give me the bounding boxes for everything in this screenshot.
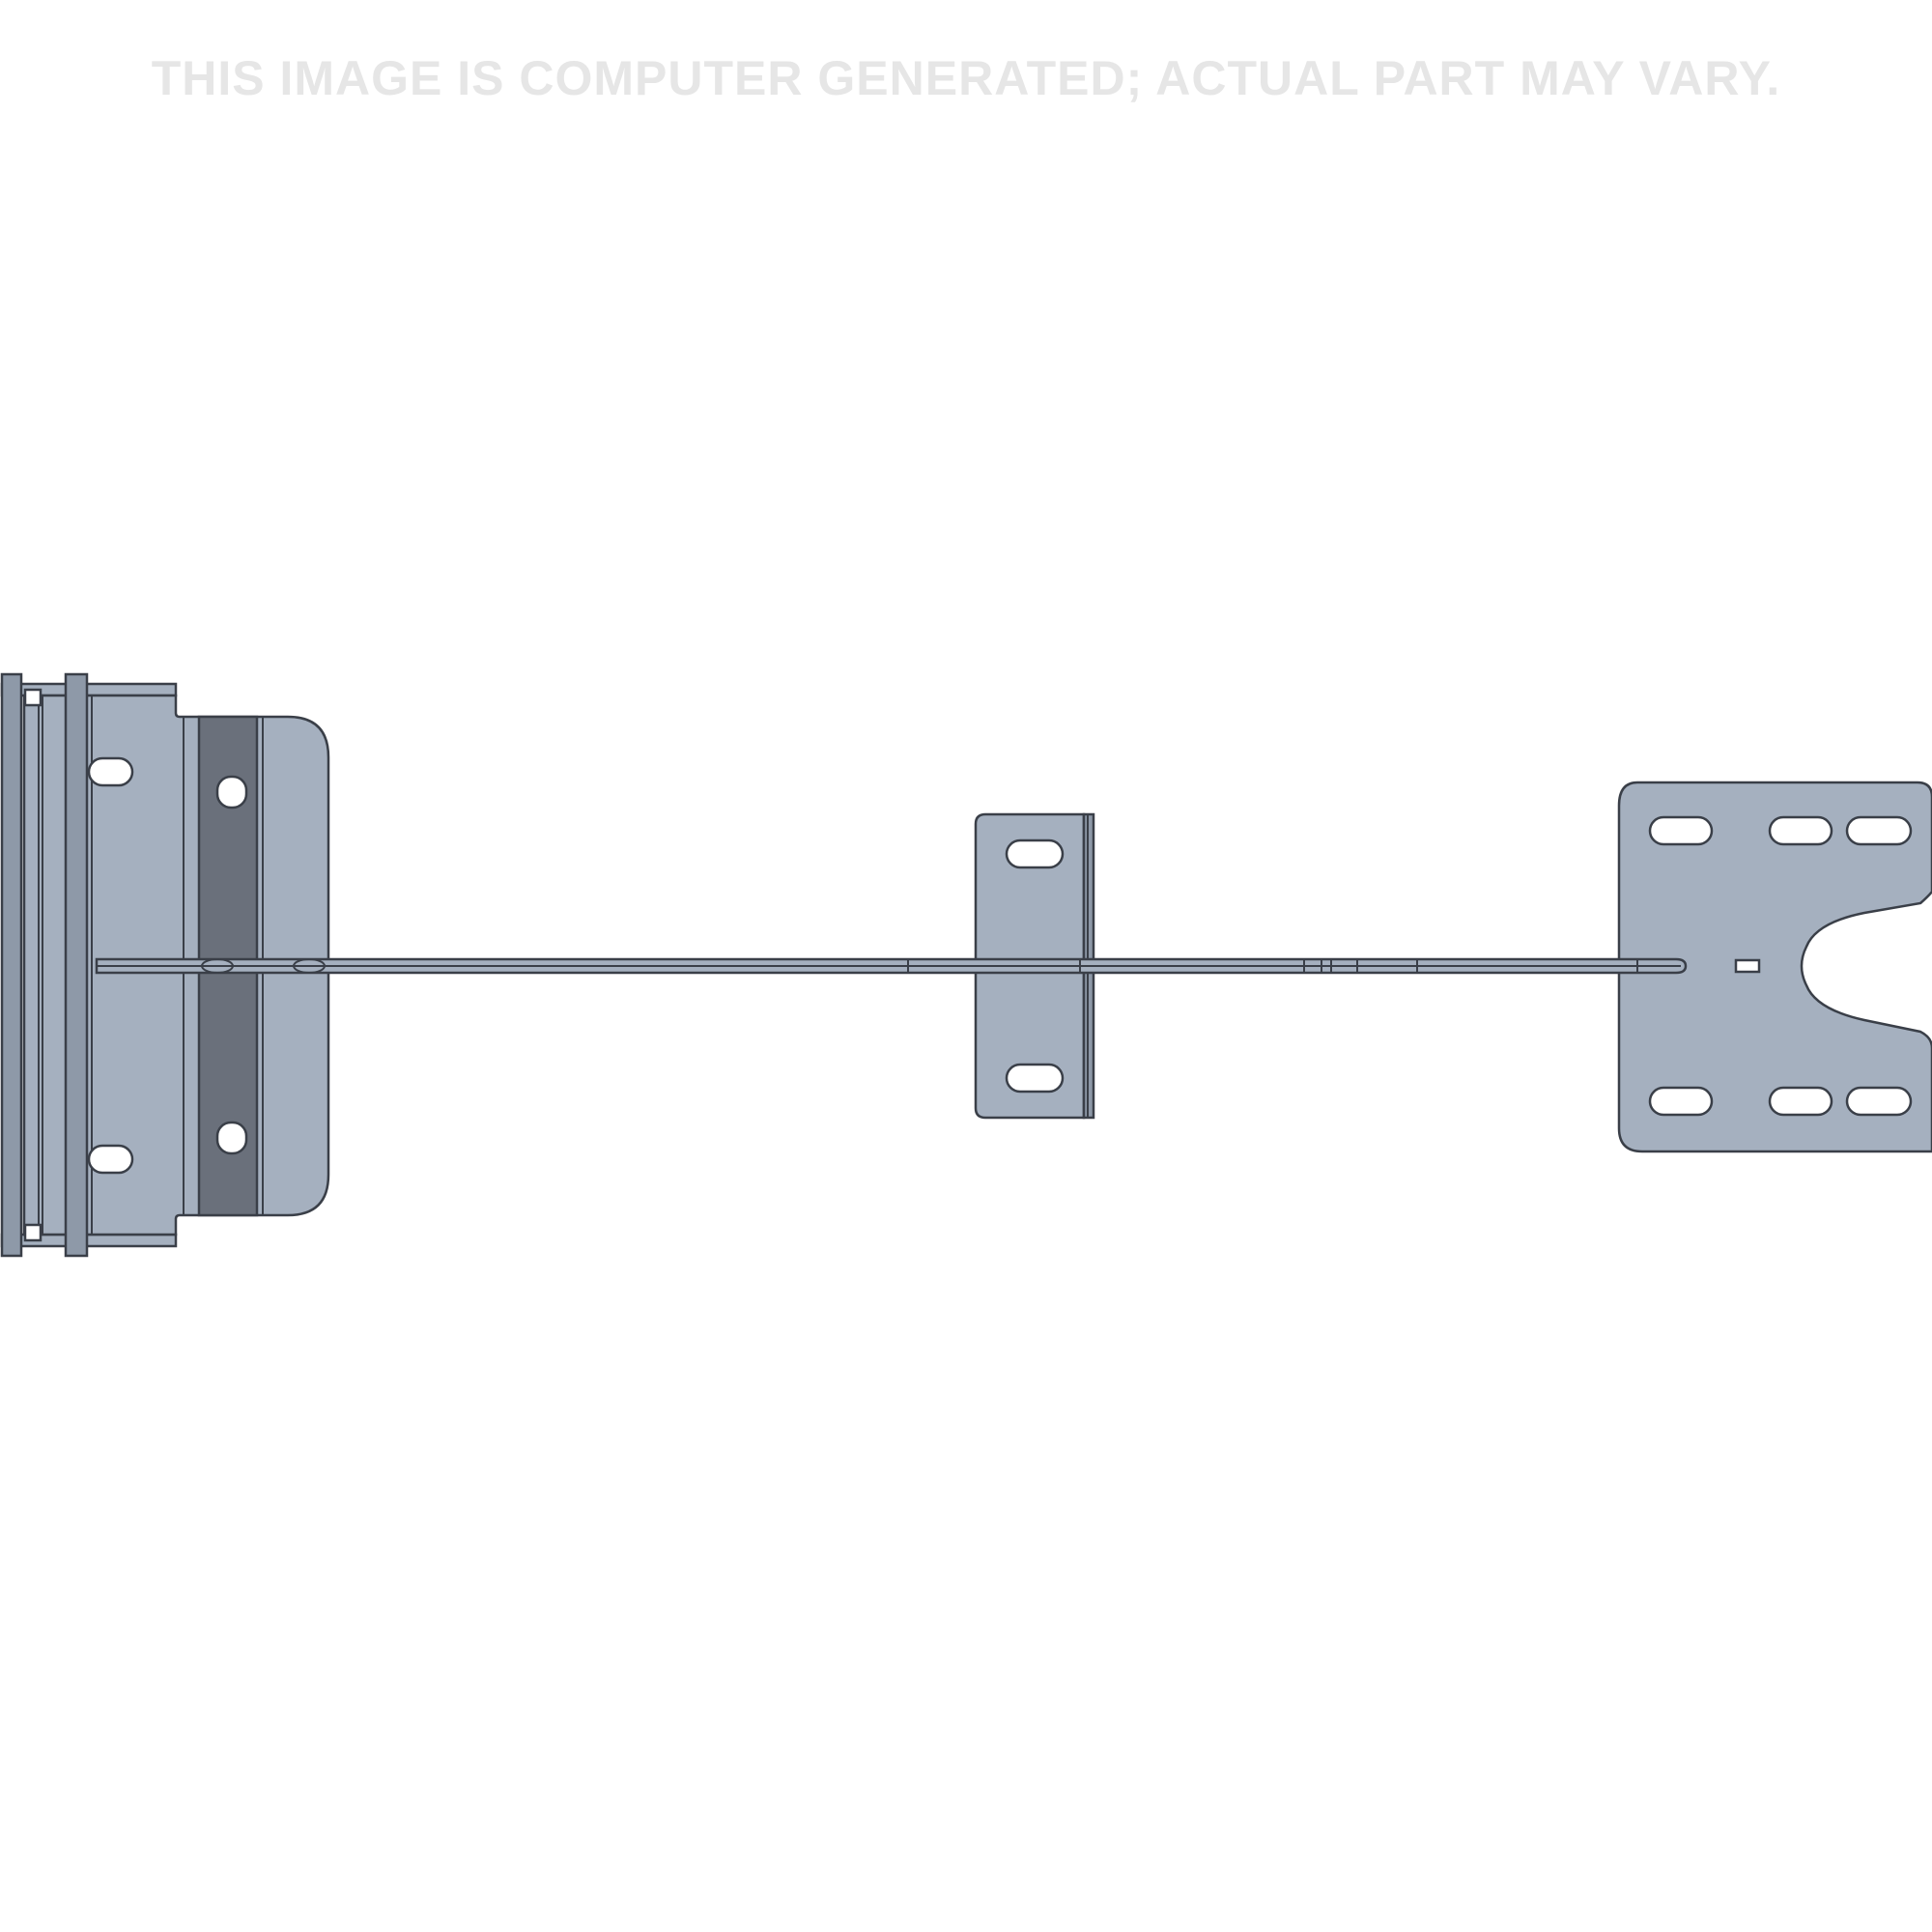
slot-hole xyxy=(1845,815,1913,846)
slot-hole xyxy=(1005,838,1065,869)
slot-hole xyxy=(1768,815,1833,846)
end-mounting-plate xyxy=(1617,781,1932,1153)
slot-hole xyxy=(1005,1063,1065,1094)
disclaimer-watermark: THIS IMAGE IS COMPUTER GENERATED; ACTUAL… xyxy=(151,51,1781,105)
slot-hole xyxy=(1845,1086,1913,1117)
slot-hole xyxy=(215,775,248,810)
slot-hole xyxy=(1648,1086,1714,1117)
slot-hole xyxy=(87,756,134,787)
slot-hole xyxy=(1648,815,1714,846)
connecting-rod xyxy=(95,957,1688,975)
slot-hole xyxy=(87,1144,134,1175)
slot-hole xyxy=(215,1121,248,1155)
slot-hole xyxy=(1768,1086,1833,1117)
square-notch xyxy=(1734,958,1761,974)
